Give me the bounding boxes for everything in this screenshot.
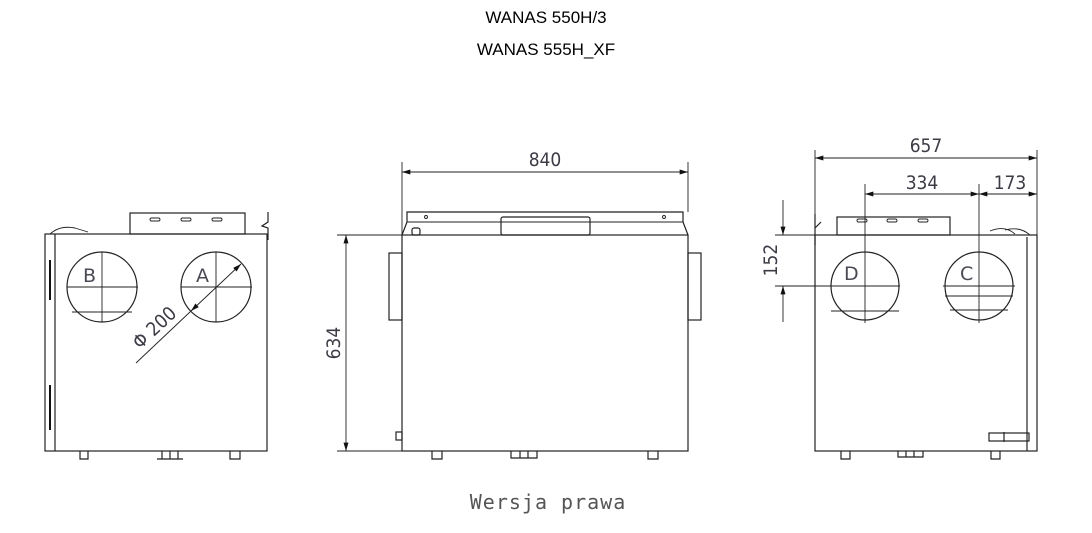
- width-dim-840: 840: [529, 149, 562, 171]
- port-b: B: [66, 251, 138, 323]
- height-dim-634: 634: [323, 327, 345, 360]
- port-label-a: A: [196, 265, 209, 287]
- port-label-b: B: [83, 265, 96, 287]
- model-title-2: WANAS 555H_XF: [476, 40, 616, 59]
- width-dim-657: 657: [910, 135, 943, 157]
- spacing-dim-334: 334: [906, 172, 939, 194]
- model-title-1: WANAS 550H/3: [485, 8, 607, 27]
- right-view: D C 657 334 173 152: [760, 135, 1038, 460]
- port-label-d: D: [844, 263, 859, 285]
- port-label-c: C: [960, 263, 973, 285]
- version-caption: Wersja prawa: [470, 490, 627, 514]
- offset-dim-173: 173: [994, 172, 1027, 194]
- middle-view: 840 634: [323, 149, 702, 460]
- top-offset-dim-152: 152: [760, 244, 782, 277]
- left-view: B A Φ 200: [44, 212, 269, 460]
